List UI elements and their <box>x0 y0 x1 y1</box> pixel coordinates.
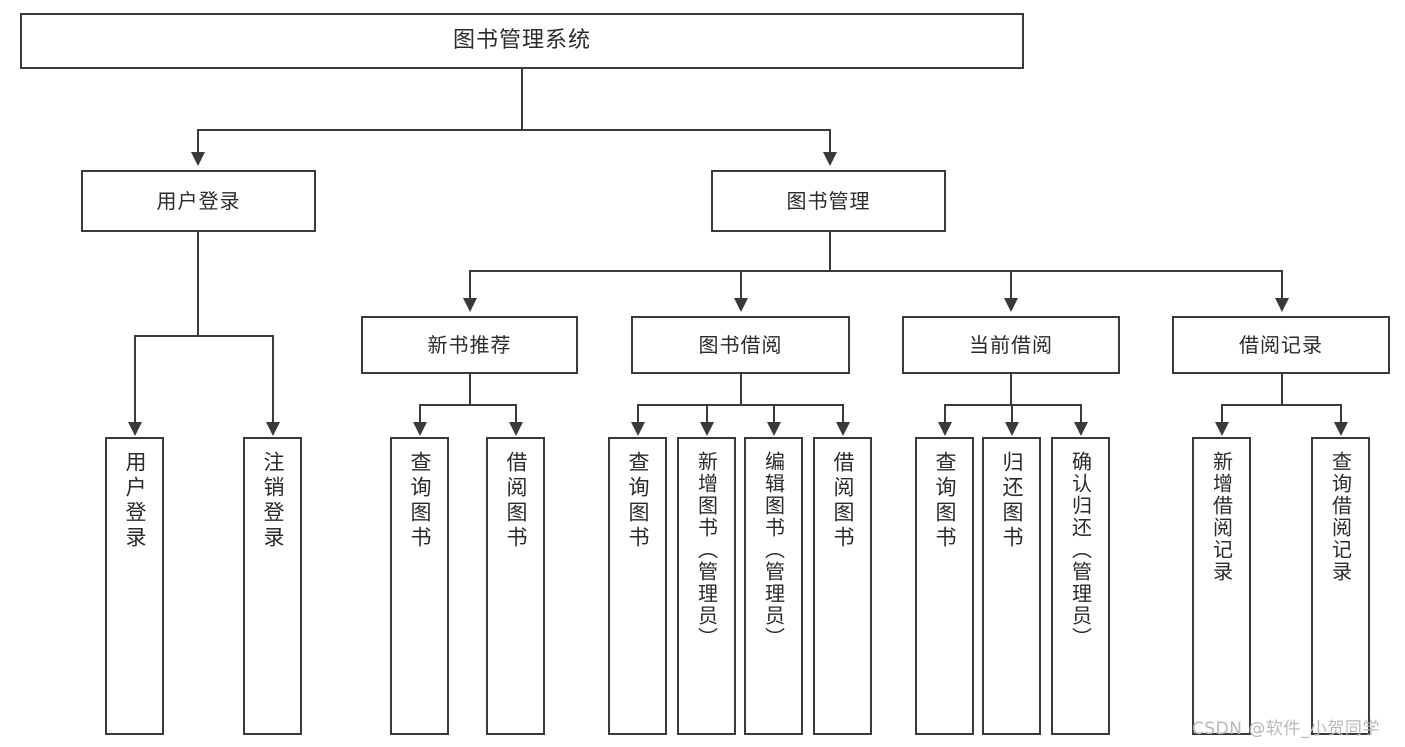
connector-book-borrow-drop-2 <box>706 404 708 422</box>
node-图书借阅[interactable]: 图书借阅 <box>631 316 850 374</box>
connector-new-book-rec-drop-2 <box>515 404 517 422</box>
node-label: 查询借阅记录 <box>1328 451 1353 583</box>
connector-user-login-stem <box>197 232 199 335</box>
node-label: 注销登录 <box>261 451 285 551</box>
arrowhead-borrow-record <box>1275 298 1289 312</box>
node-root-图书管理系统[interactable]: 图书管理系统 <box>20 13 1024 69</box>
connector-book-borrow-drop-4 <box>842 404 844 422</box>
node-label: 图书借阅 <box>698 332 783 357</box>
connector-current-borrow-stem <box>1010 374 1012 404</box>
node-leaf-新增借阅记录[interactable]: 新增借阅记录 <box>1192 437 1251 735</box>
node-新书推荐[interactable]: 新书推荐 <box>361 316 578 374</box>
connector-book-manage-stem <box>829 232 831 270</box>
connector-user-login-drop-1 <box>134 335 136 422</box>
node-label: 借阅图书 <box>504 451 528 551</box>
node-label: 借阅图书 <box>831 451 855 551</box>
arrowhead-leaf-query-book-2 <box>631 422 645 436</box>
connector-current-borrow-drop-2 <box>1011 404 1013 422</box>
arrowhead-book-borrow <box>734 298 748 312</box>
arrowhead-leaf-user-login <box>128 422 142 436</box>
node-label: 查询图书 <box>626 451 650 551</box>
node-leaf-注销登录[interactable]: 注销登录 <box>243 437 302 735</box>
arrowhead-leaf-query-book-1 <box>413 422 427 436</box>
node-label: 用户登录 <box>156 188 241 213</box>
node-label: 用户登录 <box>123 451 147 551</box>
connector-borrow-record-drop-2 <box>1340 404 1342 422</box>
node-leaf-查询借阅记录[interactable]: 查询借阅记录 <box>1311 437 1370 735</box>
connector-book-borrow-bar <box>637 404 842 406</box>
arrowhead-new-book-rec <box>463 298 477 312</box>
arrowhead-leaf-edit-book <box>767 422 781 436</box>
connector-book-borrow-drop-1 <box>637 404 639 422</box>
connector-borrow-record-drop-1 <box>1221 404 1223 422</box>
node-label: 新增借阅记录 <box>1209 451 1234 583</box>
arrowhead-leaf-add-record <box>1215 422 1229 436</box>
node-label: 图书管理系统 <box>452 28 591 54</box>
connector-to-user-login <box>197 129 199 152</box>
node-label: 查询图书 <box>408 451 432 551</box>
node-leaf-确认归还-管理员[interactable]: 确认归还（管理员） <box>1051 437 1110 735</box>
arrowhead-leaf-query-book-3 <box>938 422 952 436</box>
connector-borrow-record-bar <box>1221 404 1340 406</box>
connector-borrow-record-stem <box>1281 374 1283 404</box>
arrowhead-leaf-borrow-book-2 <box>836 422 850 436</box>
node-leaf-借阅图书-1[interactable]: 借阅图书 <box>486 437 545 735</box>
node-leaf-借阅图书-2[interactable]: 借阅图书 <box>813 437 872 735</box>
connector-to-borrow-record <box>1281 270 1283 298</box>
arrowhead-leaf-borrow-book-1 <box>509 422 523 436</box>
connector-current-borrow-drop-3 <box>1080 404 1082 422</box>
connector-root-stem <box>521 69 523 129</box>
arrowhead-leaf-add-book <box>700 422 714 436</box>
node-label: 新书推荐 <box>427 332 512 357</box>
arrowhead-user-login <box>191 152 205 166</box>
node-leaf-查询图书-3[interactable]: 查询图书 <box>915 437 974 735</box>
connector-user-login-drop-2 <box>272 335 274 422</box>
arrowhead-book-manage <box>823 152 837 166</box>
node-label: 新增图书（管理员） <box>694 451 719 649</box>
node-借阅记录[interactable]: 借阅记录 <box>1172 316 1390 374</box>
node-图书管理[interactable]: 图书管理 <box>711 170 946 232</box>
node-用户登录[interactable]: 用户登录 <box>81 170 316 232</box>
node-label: 编辑图书（管理员） <box>761 451 786 649</box>
connector-user-login-bar <box>134 335 272 337</box>
connector-new-book-rec-bar <box>419 404 515 406</box>
connector-to-current-borrow <box>1010 270 1012 298</box>
node-leaf-新增图书-管理员[interactable]: 新增图书（管理员） <box>677 437 736 735</box>
connector-book-borrow-stem <box>740 374 742 404</box>
connector-level2-bar <box>197 129 831 131</box>
node-leaf-编辑图书-管理员[interactable]: 编辑图书（管理员） <box>744 437 803 735</box>
connector-to-book-borrow <box>740 270 742 298</box>
connector-current-borrow-drop-1 <box>944 404 946 422</box>
node-leaf-用户登录[interactable]: 用户登录 <box>105 437 164 735</box>
node-leaf-查询图书-2[interactable]: 查询图书 <box>608 437 667 735</box>
node-leaf-归还图书[interactable]: 归还图书 <box>982 437 1041 735</box>
node-leaf-查询图书-1[interactable]: 查询图书 <box>390 437 449 735</box>
node-label: 借阅记录 <box>1239 332 1323 357</box>
csdn-watermark: CSDN @软件_小贺同学 <box>1192 719 1380 739</box>
arrowhead-leaf-return-book <box>1005 422 1019 436</box>
node-label: 图书管理 <box>786 188 871 213</box>
node-label: 确认归还（管理员） <box>1068 451 1093 649</box>
arrowhead-leaf-query-record <box>1334 422 1348 436</box>
connector-new-book-rec-drop-1 <box>419 404 421 422</box>
node-当前借阅[interactable]: 当前借阅 <box>902 316 1120 374</box>
arrowhead-current-borrow <box>1004 298 1018 312</box>
arrowhead-leaf-confirm-return <box>1074 422 1088 436</box>
connector-level3-bar <box>469 270 1281 272</box>
node-label: 归还图书 <box>1000 451 1024 551</box>
connector-new-book-rec-stem <box>469 374 471 404</box>
node-label: 查询图书 <box>933 451 957 551</box>
connector-book-borrow-drop-3 <box>773 404 775 422</box>
connector-to-book-manage <box>829 129 831 152</box>
node-label: 当前借阅 <box>969 332 1053 357</box>
connector-to-new-book-rec <box>469 270 471 298</box>
arrowhead-leaf-logout <box>266 422 280 436</box>
